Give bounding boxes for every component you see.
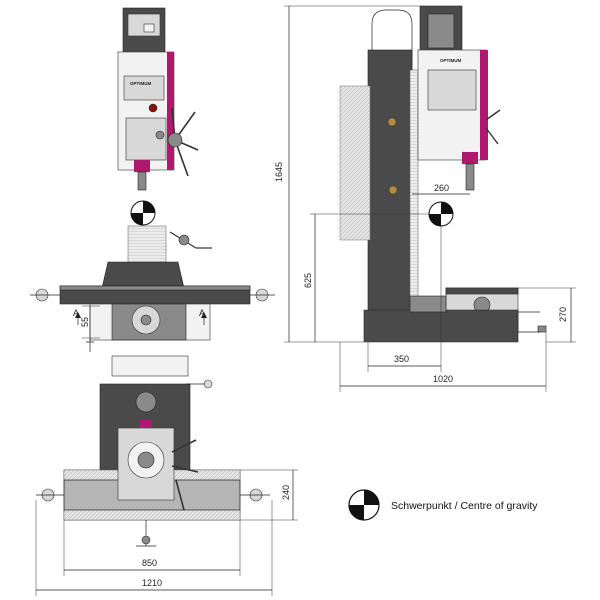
side-cog-marker: [428, 201, 454, 227]
svg-text:625: 625: [303, 273, 313, 288]
dim-table-height: 270: [518, 287, 576, 343]
dim-cog-horizontal: 350: [367, 226, 442, 372]
svg-text:1210: 1210: [142, 578, 162, 588]
dim-width-total: 1210: [35, 500, 273, 596]
svg-text:55: 55: [80, 317, 90, 327]
front-view: OPTIMUM: [30, 7, 275, 352]
dim-table-travel: 850: [63, 520, 241, 576]
centre-of-gravity-icon: [348, 489, 380, 521]
svg-text:270: 270: [558, 307, 568, 322]
side-column: [367, 49, 413, 313]
dim-spindle-to-column: 260: [412, 183, 470, 195]
svg-text:A: A: [73, 308, 79, 318]
side-brand-label: OPTIMUM: [440, 58, 461, 63]
legend-label: Schwerpunkt / Centre of gravity: [391, 500, 538, 512]
front-brand-label: OPTIMUM: [130, 81, 151, 86]
svg-text:260: 260: [434, 183, 449, 193]
front-cog-marker: [130, 200, 156, 226]
side-guard: [339, 85, 371, 241]
legend: Schwerpunkt / Centre of gravity: [348, 489, 538, 521]
svg-text:850: 850: [142, 558, 157, 568]
section-a-marks: A A: [73, 308, 207, 325]
dim-depth-total: 1020: [339, 332, 547, 392]
side-view: OPTIMUM 1645 625: [274, 5, 576, 392]
svg-text:240: 240: [281, 485, 291, 500]
svg-text:1645: 1645: [274, 162, 284, 182]
top-view: 240 850 1210: [35, 355, 298, 596]
dim-cog-height: 625: [303, 213, 430, 342]
front-saddle: [101, 261, 185, 289]
dim-table-depth: 240: [240, 469, 298, 521]
svg-text:350: 350: [394, 354, 409, 364]
dim-height-total: 1645: [274, 5, 420, 343]
svg-text:A: A: [199, 308, 205, 318]
dim-slot-spacing: 55: [80, 305, 100, 352]
top-column: [111, 355, 189, 377]
svg-text:1020: 1020: [433, 374, 453, 384]
